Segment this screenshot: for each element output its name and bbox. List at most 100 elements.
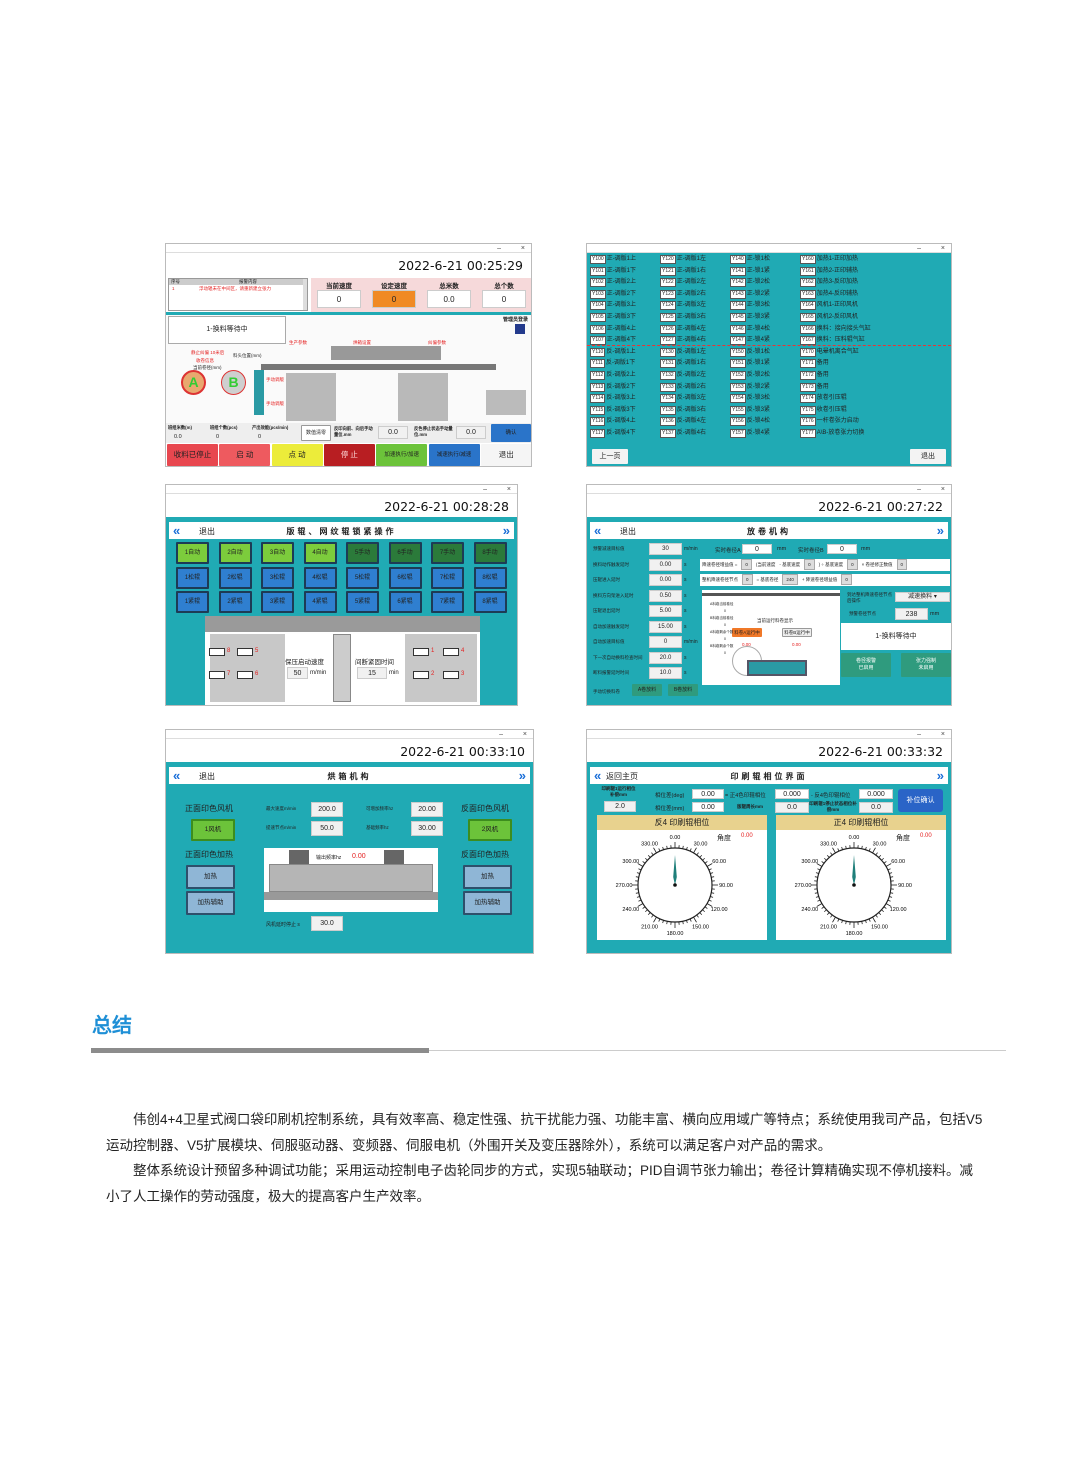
back-arrow-icon[interactable]: «	[594, 768, 602, 783]
next-arrow-icon[interactable]: »	[936, 768, 944, 783]
mode-button[interactable]: 1自动	[176, 542, 209, 564]
close-icon[interactable]: ×	[940, 486, 945, 493]
formula-value[interactable]: 0	[896, 559, 908, 570]
exit-button[interactable]: 退出	[910, 449, 946, 464]
alarm-scrollbar[interactable]	[303, 279, 307, 310]
minimize-icon[interactable]: –	[499, 731, 503, 738]
back-arrow-icon[interactable]: «	[594, 523, 602, 538]
next-arrow-icon[interactable]: »	[518, 768, 526, 783]
oven-param-input[interactable]: 30.00	[411, 821, 443, 836]
phase-confirm-button[interactable]: 补位确认	[898, 789, 943, 812]
collect-stopped-button[interactable]: 收料已停止	[167, 444, 218, 466]
stat-value[interactable]: 0	[372, 290, 416, 308]
loosen-roller-button[interactable]: 6松辊	[388, 566, 422, 589]
reverse-adjust-input[interactable]: 0.0	[378, 426, 408, 439]
next-arrow-icon[interactable]: »	[502, 523, 510, 538]
back-heat-button[interactable]: 加热	[463, 865, 512, 889]
back-arrow-icon[interactable]: «	[173, 523, 181, 538]
admin-login-link[interactable]: 管理员登录	[502, 317, 528, 323]
loosen-roller-button[interactable]: 3松辊	[261, 566, 294, 589]
start-button[interactable]: 启 动	[219, 444, 271, 466]
close-icon[interactable]: ×	[506, 486, 511, 493]
formula-value[interactable]: 0	[847, 559, 858, 570]
formula-value[interactable]: 240	[782, 574, 798, 585]
back-heat-aux-button[interactable]: 加热辅助	[463, 891, 512, 915]
minimize-icon[interactable]: –	[497, 245, 501, 252]
unwind-a-icon[interactable]: A	[181, 370, 206, 395]
loosen-roller-button[interactable]: 8松辊	[473, 566, 507, 589]
reel-b-unwind-button[interactable]: B卷放料	[668, 684, 698, 696]
loosen-roller-button[interactable]: 5松辊	[346, 566, 379, 589]
tighten-roller-button[interactable]: 7紧辊	[431, 591, 464, 613]
stop-comp-input[interactable]: 0.0	[859, 802, 893, 813]
tighten-roller-button[interactable]: 5紧辊	[346, 591, 379, 613]
oven-param-input[interactable]: 200.0	[311, 802, 343, 817]
mode-button[interactable]: 3自动	[261, 542, 294, 564]
mode-button[interactable]: 8手动	[473, 542, 507, 564]
close-icon[interactable]: ×	[520, 245, 525, 252]
close-icon[interactable]: ×	[940, 245, 945, 252]
confirm-button[interactable]: 确认	[491, 424, 531, 442]
back-button[interactable]: 退出	[620, 527, 636, 536]
formula-value[interactable]: 0	[841, 574, 852, 585]
param-input[interactable]: 0.00	[649, 558, 682, 571]
param-input[interactable]: 0	[649, 636, 682, 648]
tighten-roller-button[interactable]: 8紧辊	[473, 591, 507, 613]
front-heat-button[interactable]: 加热	[186, 865, 235, 889]
back-button[interactable]: 退出	[199, 527, 215, 536]
param-input[interactable]: 0.50	[649, 589, 682, 602]
prev-page-button[interactable]: 上一页	[592, 449, 628, 464]
oven-param-input[interactable]: 20.00	[411, 802, 443, 817]
warn-node-input[interactable]: 238	[895, 608, 928, 620]
oven-param-input[interactable]: 50.0	[311, 821, 343, 836]
minimize-icon[interactable]: –	[917, 245, 921, 252]
interval-input[interactable]: 15	[357, 667, 387, 679]
param-input[interactable]: 5.00	[649, 605, 682, 617]
loosen-roller-button[interactable]: 1松辊	[176, 566, 209, 589]
jog-button[interactable]: 点 动	[271, 444, 323, 466]
stop-adjust-input[interactable]: 0.0	[456, 426, 486, 439]
diagram-label[interactable]: 手动调版	[266, 401, 284, 406]
back-button[interactable]: 退出	[199, 772, 215, 781]
mode-button[interactable]: 5手动	[346, 542, 379, 564]
back-fan-button[interactable]: 2风机	[468, 819, 512, 841]
front-heat-aux-button[interactable]: 加热辅助	[186, 891, 235, 915]
fan-delay-input[interactable]: 30.0	[311, 916, 343, 931]
decelerate-button[interactable]: 减速执行/减速	[428, 444, 480, 466]
reel-a-unwind-button[interactable]: A卷放料	[632, 684, 662, 696]
home-button[interactable]: 返回主页	[606, 772, 638, 781]
close-icon[interactable]: ×	[522, 731, 527, 738]
formula-value[interactable]: 0	[741, 559, 752, 570]
